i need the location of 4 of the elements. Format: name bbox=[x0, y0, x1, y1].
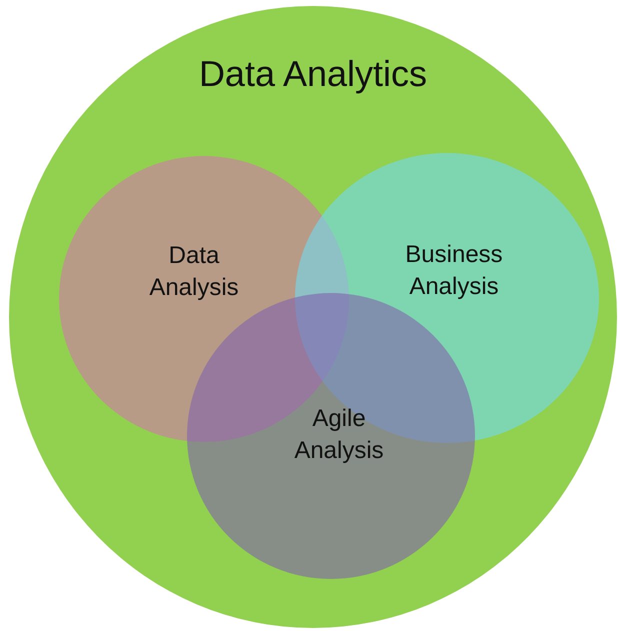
circle-label: Data Analysis bbox=[148, 241, 240, 304]
circle-label: Agile Analysis bbox=[293, 404, 385, 466]
circle-label: Business Analysis bbox=[404, 240, 504, 302]
circle-label: Data Analytics bbox=[198, 52, 428, 96]
